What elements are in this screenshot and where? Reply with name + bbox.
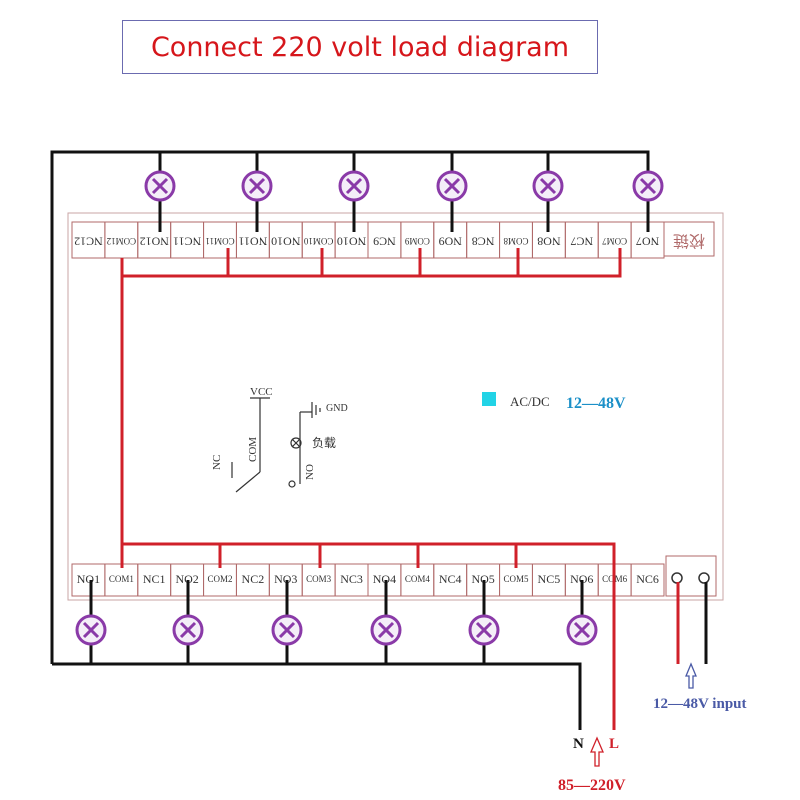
lamp-icon <box>338 170 370 202</box>
dc-terminal-negative <box>698 572 710 584</box>
vcc-label: VCC <box>250 386 273 398</box>
top-terminal-label: NO10 <box>337 234 366 248</box>
lamp-icon <box>436 170 468 202</box>
mains-voltage-label: 85—220V <box>558 777 626 794</box>
live-bus-wires <box>120 248 680 730</box>
top-terminal-label: COM12 <box>107 236 137 246</box>
lamp-icon <box>172 614 204 646</box>
top-terminal-label: COM11 <box>205 236 234 246</box>
bottom-terminal-label: NC1 <box>143 572 166 586</box>
dc-input-label: 12—48V input <box>653 696 747 712</box>
bottom-terminal-label: NC2 <box>242 572 265 586</box>
bottom-terminal-label: NC3 <box>340 572 363 586</box>
bottom-terminal-label: COM5 <box>503 574 529 584</box>
bottom-terminal-label: COM3 <box>306 574 332 584</box>
bottom-terminal-label: NO3 <box>274 572 297 586</box>
top-terminal-label: NO7 <box>636 234 659 248</box>
power-indicator-voltage: 12—48V <box>566 395 626 412</box>
lamp-icon <box>532 170 564 202</box>
top-terminal-label: NC8 <box>472 234 495 248</box>
power-indicator-led <box>482 392 496 406</box>
top-terminal-label: COM7 <box>602 236 628 246</box>
bottom-terminal-label: NO6 <box>570 572 593 586</box>
top-terminal-label: NO11 <box>238 234 267 248</box>
top-terminal-label: COM10 <box>303 236 333 246</box>
nc-label: NC <box>211 455 223 470</box>
top-terminal-label: COM8 <box>503 236 529 246</box>
bottom-terminal-label: NO2 <box>175 572 198 586</box>
lamp-icon <box>271 614 303 646</box>
diagram-title-text: Connect 220 volt load diagram <box>150 31 570 63</box>
top-terminal-label: NC9 <box>373 234 396 248</box>
bottom-terminal-label: NO1 <box>77 572 100 586</box>
dc-input-terminal-block <box>665 555 717 597</box>
top-right-key-label: 校链 <box>673 231 705 249</box>
com-label: COM <box>247 437 259 462</box>
dc-terminal-positive <box>671 572 683 584</box>
top-terminal-label: NO10 <box>271 234 300 248</box>
lamp-icon <box>468 614 500 646</box>
up-arrow-icon-mains <box>590 736 604 767</box>
top-terminal-label: COM9 <box>404 236 430 246</box>
bottom-terminal-label: COM2 <box>207 574 232 584</box>
top-terminal-label: NC11 <box>173 234 201 248</box>
live-label: L <box>609 736 619 752</box>
up-arrow-icon <box>685 662 697 689</box>
top-terminal-label: NC12 <box>74 234 103 248</box>
bottom-terminal-label: NC6 <box>636 572 659 586</box>
load-label: 负载 <box>312 436 336 450</box>
bottom-terminal-label: NC4 <box>439 572 462 586</box>
relay-contact-symbol <box>231 397 321 493</box>
bottom-terminal-label: NC5 <box>538 572 561 586</box>
power-indicator-label: AC/DC <box>510 394 550 409</box>
neutral-label: N <box>573 736 584 752</box>
bottom-terminal <box>630 563 665 597</box>
diagram-title: Connect 220 volt load diagram <box>122 20 598 74</box>
load-lamps <box>75 170 664 646</box>
lamp-icon <box>144 170 176 202</box>
no-label: NO <box>304 464 316 480</box>
top-terminal-label: NO8 <box>537 234 560 248</box>
bottom-terminal-label: COM1 <box>109 574 134 584</box>
bottom-terminal-label: NO5 <box>471 572 494 586</box>
top-right-key <box>663 221 715 257</box>
lamp-icon <box>75 614 107 646</box>
lamp-icon <box>632 170 664 202</box>
lamp-icon <box>566 614 598 646</box>
top-terminal-label: NO12 <box>140 234 169 248</box>
top-terminal-label: NO9 <box>439 234 462 248</box>
top-terminal-label: NC7 <box>570 234 593 248</box>
gnd-label: GND <box>326 403 348 414</box>
relay-board <box>67 212 724 601</box>
lamp-icon <box>370 614 402 646</box>
bottom-terminal-row: NO1 COM1 NC1 NO2 COM2 NC2 NO3 COM3 NC3 NO4 COM4 NC4… <box>71 563 665 597</box>
lamp-icon <box>241 170 273 202</box>
bottom-terminal-label: NO4 <box>373 572 396 586</box>
bottom-terminal-label: COM4 <box>405 574 431 584</box>
